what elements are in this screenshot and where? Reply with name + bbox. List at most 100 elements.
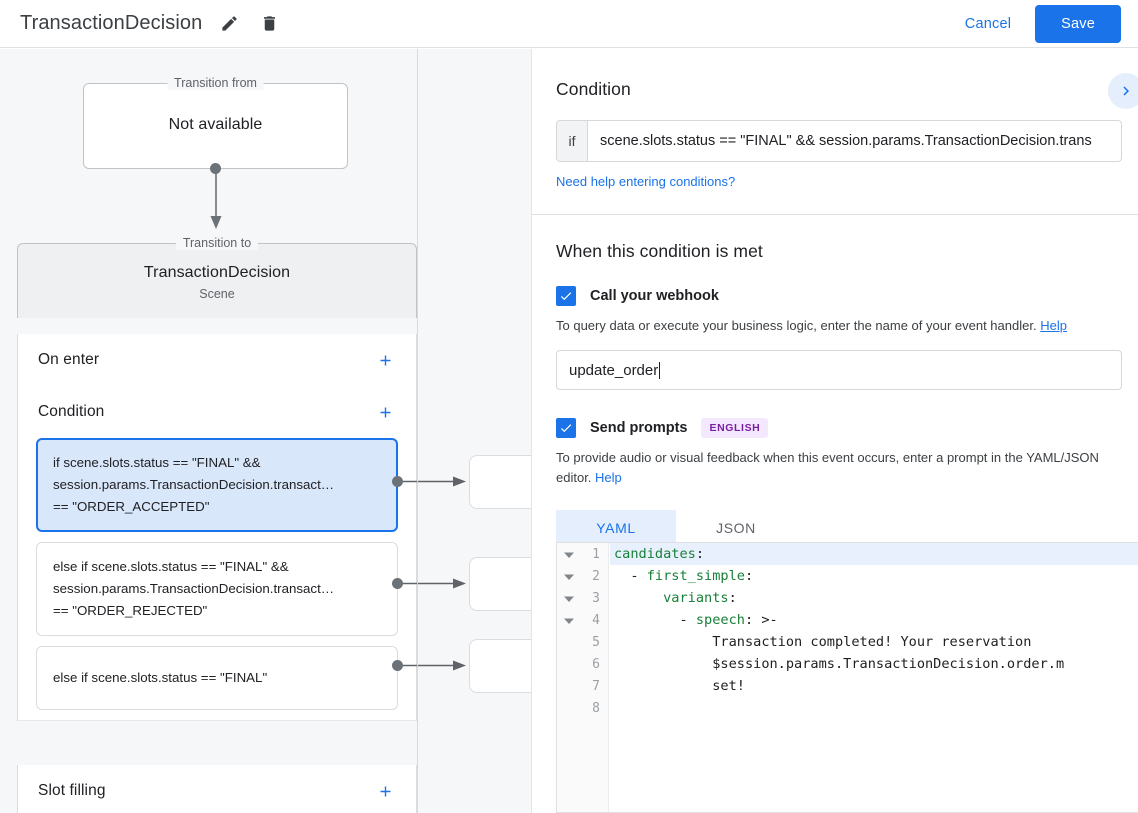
code-line[interactable]: $session.params.TransactionDecision.orde…: [614, 656, 1065, 672]
condition-line: if scene.slots.status == "FINAL" &&: [53, 455, 261, 470]
code-punct: :: [728, 590, 737, 606]
condition-line: session.params.TransactionDecision.trans…: [53, 581, 335, 596]
gutter-line[interactable]: 3: [557, 587, 608, 609]
tab-yaml[interactable]: YAML: [556, 510, 676, 546]
yaml-code-editor[interactable]: 1 2 3 4 5 6 7 8 candidates: - first_simp…: [556, 542, 1138, 813]
gutter-line[interactable]: 2: [557, 565, 608, 587]
if-label: if: [557, 121, 588, 161]
webhook-handler-value: update_order: [569, 361, 659, 379]
line-number: 5: [592, 634, 600, 650]
condition-line: == "ORDER_REJECTED": [53, 603, 208, 618]
when-met-title: When this condition is met: [556, 241, 763, 261]
transition-to-box[interactable]: Transition to TransactionDecision Scene: [17, 236, 417, 318]
top-app-bar: TransactionDecision Cancel Save: [0, 0, 1138, 48]
delete-button[interactable]: [256, 11, 282, 37]
fold-toggle-icon[interactable]: [564, 549, 574, 559]
code-line[interactable]: set!: [614, 678, 745, 694]
connector-dot-cond-2: [392, 660, 403, 671]
code-line[interactable]: Transaction completed! Your reservation: [614, 634, 1032, 650]
transition-target-card-1[interactable]: [469, 557, 531, 611]
gutter-line[interactable]: 7: [557, 675, 608, 697]
code-line[interactable]: - first_simple:: [610, 565, 1138, 587]
condition-item-1[interactable]: else if scene.slots.status == "FINAL" &&…: [36, 542, 398, 636]
add-slot-filling-button[interactable]: [372, 778, 398, 804]
expand-panel-button[interactable]: [1108, 73, 1138, 109]
condition-line: session.params.TransactionDecision.trans…: [53, 477, 335, 492]
call-webhook-checkbox[interactable]: [556, 286, 576, 306]
webhook-handler-input[interactable]: update_order: [556, 350, 1122, 390]
cancel-button[interactable]: Cancel: [951, 7, 1025, 41]
transition-from-box[interactable]: Transition from Not available: [83, 76, 348, 169]
topbar-actions: Cancel Save: [951, 4, 1121, 43]
section-on-enter: On enter: [17, 334, 417, 387]
condition-edges: [403, 476, 466, 671]
section-separator: [532, 214, 1138, 215]
pencil-icon: [222, 16, 237, 31]
scene-graph-panel: Transition from Not available Transition…: [0, 49, 531, 813]
send-prompts-row: Send prompts ENGLISH: [556, 418, 1114, 438]
condition-item-2[interactable]: else if scene.slots.status == "FINAL": [36, 646, 398, 710]
gutter-line[interactable]: 8: [557, 697, 608, 719]
add-condition-button[interactable]: [372, 399, 398, 425]
prompts-help-link[interactable]: Help: [595, 470, 622, 485]
editor-format-tabs: YAML JSON: [556, 510, 1114, 546]
code-key: variants: [663, 590, 729, 606]
code-line[interactable]: - speech: >-: [610, 609, 1138, 631]
transition-target-card-0[interactable]: [469, 455, 531, 509]
chevron-right-icon: [1123, 86, 1129, 96]
code-key: speech: [695, 612, 745, 628]
prompts-description-text: To provide audio or visual feedback when…: [556, 450, 1099, 485]
tab-json[interactable]: JSON: [716, 520, 756, 536]
code-punct: [614, 590, 663, 606]
webhook-help-link[interactable]: Help: [1040, 318, 1067, 333]
transition-target-card-2[interactable]: [469, 639, 531, 693]
editor-gutter: 1 2 3 4 5 6 7 8: [557, 543, 609, 812]
add-on-enter-button[interactable]: [372, 347, 398, 373]
fold-toggle-icon[interactable]: [564, 571, 574, 581]
code-line[interactable]: [610, 697, 1138, 719]
save-button[interactable]: Save: [1035, 4, 1121, 43]
check-icon: [560, 424, 572, 433]
condition-expression-value[interactable]: scene.slots.status == "FINAL" && session…: [600, 133, 1092, 149]
send-prompts-checkbox[interactable]: [556, 418, 576, 438]
section-slot-filling: Slot filling Slot validation: [17, 765, 417, 813]
send-prompts-description: To provide audio or visual feedback when…: [556, 448, 1108, 488]
code-key: candidates: [614, 546, 696, 562]
gutter-line[interactable]: 5: [557, 631, 608, 653]
gutter-line[interactable]: 4: [557, 609, 608, 631]
transition-from-legend: Transition from: [167, 76, 264, 90]
language-badge: ENGLISH: [701, 418, 769, 438]
text-caret: [659, 361, 661, 379]
connector-dot-cond-1: [392, 578, 403, 589]
gutter-line[interactable]: 1: [557, 543, 608, 565]
condition-detail-section: Condition if scene.slots.status == "FINA…: [532, 49, 1138, 191]
condition-expression-field[interactable]: if scene.slots.status == "FINAL" && sess…: [556, 120, 1122, 162]
condition-line: else if scene.slots.status == "FINAL" &&: [53, 559, 289, 574]
code-line[interactable]: variants:: [610, 587, 1138, 609]
condition-help-link[interactable]: Need help entering conditions?: [556, 174, 736, 189]
panel-divider: [531, 49, 532, 813]
graph-inner-divider: [417, 49, 418, 813]
line-number: 2: [592, 568, 600, 584]
gutter-line[interactable]: 6: [557, 653, 608, 675]
webhook-description-text: To query data or execute your business l…: [556, 318, 1037, 333]
transition-to-subtitle: Scene: [199, 287, 235, 301]
condition-line: == "ORDER_ACCEPTED": [53, 499, 210, 514]
plus-icon: [380, 355, 390, 365]
call-webhook-row: Call your webhook: [556, 286, 1114, 306]
on-enter-header: On enter: [18, 334, 416, 386]
slot-filling-label: Slot filling: [38, 782, 106, 799]
send-prompts-label: Send prompts: [590, 420, 688, 436]
call-webhook-description: To query data or execute your business l…: [556, 316, 1108, 336]
transition-to-legend: Transition to: [175, 236, 259, 250]
line-number: 7: [592, 678, 600, 694]
editor-code-area[interactable]: candidates: - first_simple: variants: - …: [610, 543, 1138, 812]
fold-toggle-icon[interactable]: [564, 615, 574, 625]
plus-icon: [380, 786, 390, 796]
fold-toggle-icon[interactable]: [564, 593, 574, 603]
condition-label: Condition: [38, 403, 105, 420]
call-webhook-label: Call your webhook: [590, 288, 719, 304]
code-line[interactable]: candidates:: [610, 543, 1138, 565]
transition-to-title: TransactionDecision: [143, 264, 291, 281]
edit-button[interactable]: [216, 11, 242, 37]
